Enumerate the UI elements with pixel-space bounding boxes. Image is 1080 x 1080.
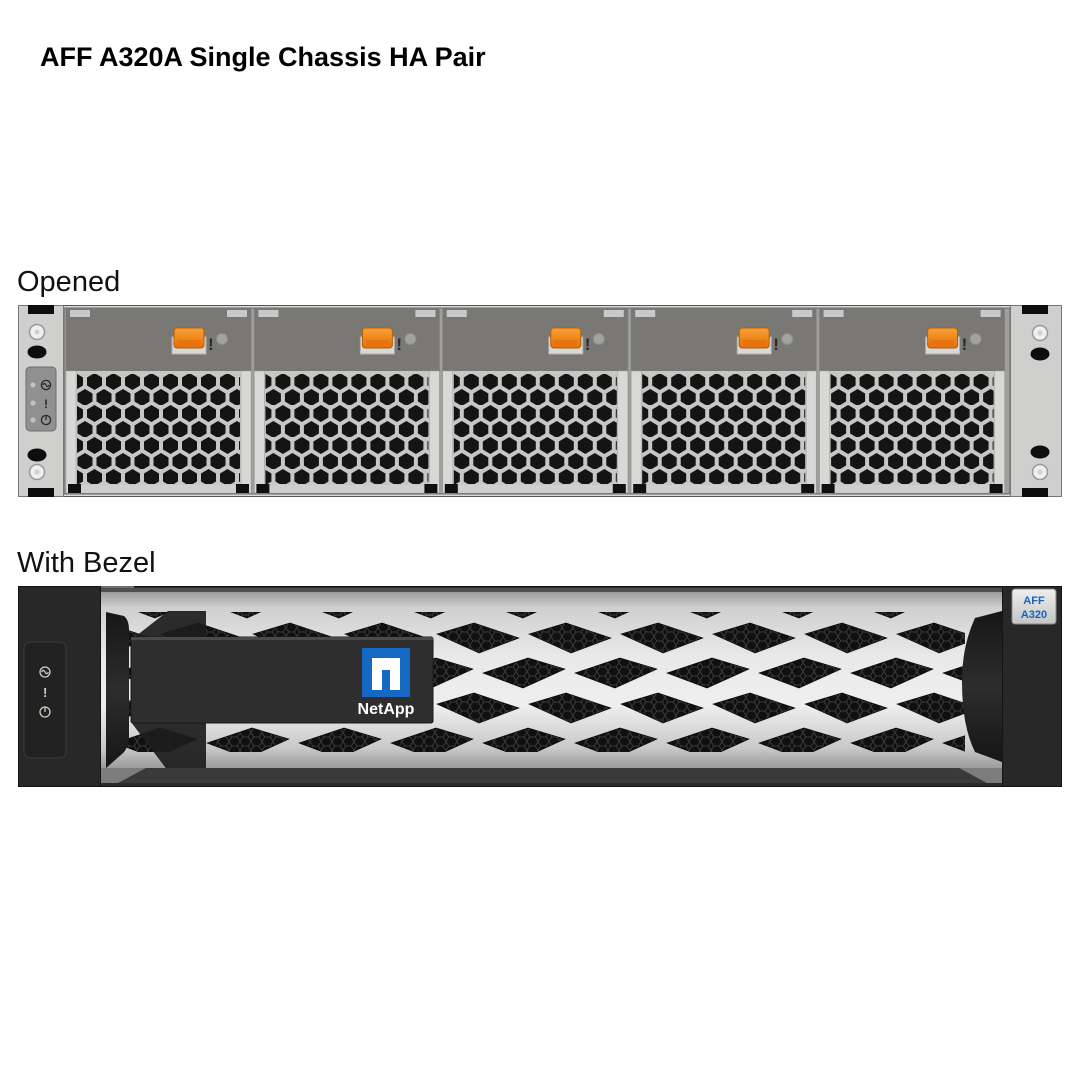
bezel-chassis-diagram: NetApp ! AFF A320 [18, 586, 1062, 787]
bezel-right-recess [962, 611, 1002, 762]
mount-slot [1030, 347, 1050, 361]
fan-module-5 [819, 308, 1006, 494]
netapp-logo-arch [372, 658, 400, 690]
mount-slot [1030, 445, 1050, 459]
screw-hole-center [34, 329, 40, 335]
ear-tab [28, 305, 54, 314]
fan-module-1 [65, 308, 252, 494]
mount-slot [27, 448, 47, 462]
screw-hole-center [34, 469, 40, 475]
ac-power-icon [39, 666, 51, 678]
page-title: AFF A320A Single Chassis HA Pair [40, 42, 486, 72]
bezel-right-strip: AFF A320 [1002, 586, 1062, 787]
attention-led [30, 400, 36, 406]
opened-chassis-diagram: ! [18, 305, 1062, 497]
screw-hole-center [1037, 330, 1043, 336]
bezel-status-panel [23, 641, 67, 759]
ear-tab [1022, 488, 1048, 497]
ac-power-led [30, 382, 36, 388]
bezel-top-edge [100, 588, 1005, 592]
power-led [30, 417, 36, 423]
screw-hole-center [1037, 469, 1043, 475]
power-icon [39, 706, 51, 718]
mount-slot [27, 345, 47, 359]
bottom-strip-left-slant [100, 768, 146, 783]
power-icon [40, 414, 52, 426]
netapp-brand-bar: NetApp [130, 636, 434, 724]
netapp-logo-mark [362, 648, 410, 697]
section-label-opened: Opened [17, 266, 121, 298]
status-led-panel: ! [25, 366, 57, 432]
model-badge-line2: A320 [1021, 609, 1047, 621]
attention-icon: ! [44, 397, 48, 411]
section-label-bezel: With Bezel [17, 547, 156, 579]
ac-power-icon [40, 379, 52, 391]
right-rack-ear [1010, 305, 1062, 497]
ear-tab [1022, 305, 1048, 314]
model-badge-line1: AFF [1023, 595, 1045, 607]
ear-tab [28, 488, 54, 497]
bottom-strip-right-slant [959, 768, 1005, 783]
left-rack-ear: ! [18, 305, 64, 497]
fan-module-2 [253, 308, 440, 494]
bezel-left-panel: ! [18, 586, 101, 787]
attention-icon: ! [43, 685, 47, 700]
netapp-wordmark: NetApp [358, 701, 415, 718]
model-badge [1011, 588, 1057, 625]
fan-module-3 [442, 308, 629, 494]
bezel-bottom-strip [100, 768, 1005, 783]
bezel-left-wing [106, 612, 129, 768]
fan-module-4 [630, 308, 817, 494]
